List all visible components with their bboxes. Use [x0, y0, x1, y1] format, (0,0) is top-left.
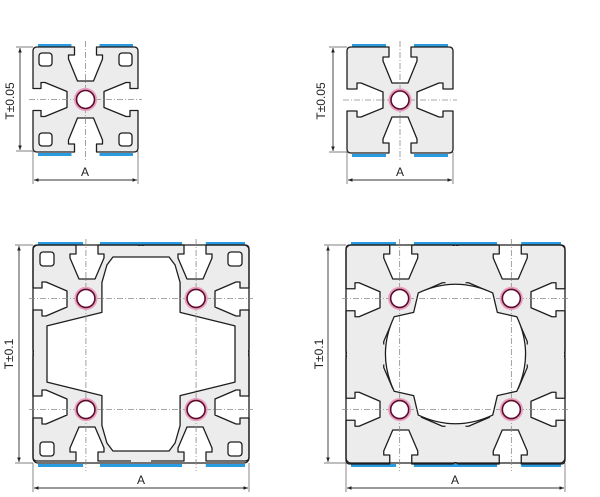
slot-highlight-bar: [38, 153, 72, 156]
slot-highlight-bar: [352, 44, 386, 47]
height-dimension-label: T±0.1: [312, 338, 326, 369]
center-bore-icon: [186, 399, 206, 420]
corner-cavity: [118, 132, 133, 147]
slot-highlight-bar: [351, 464, 396, 467]
center-bore-icon: [390, 90, 410, 110]
slot-highlight-bar: [205, 242, 245, 245]
slot-highlight-bar: [521, 242, 561, 245]
corner-cavity: [227, 441, 243, 457]
center-bore-icon: [75, 89, 96, 110]
central-cavity: [384, 283, 527, 425]
corner-cavity: [39, 441, 55, 457]
bore-halo: [74, 286, 98, 311]
slot-highlight-bar: [351, 242, 396, 245]
slot-highlight-bar: [521, 464, 561, 467]
profile-small-solid: [329, 41, 457, 184]
center-bore-icon: [76, 399, 96, 420]
profile-large-hollow: [15, 239, 253, 492]
slot-highlight-bar: [99, 464, 183, 467]
slot-highlight-bar: [99, 242, 183, 245]
corner-cavity: [38, 132, 53, 147]
height-dimension-label: T±0.05: [3, 82, 17, 120]
slot-highlight-bar: [99, 153, 133, 156]
slot-highlight-bar: [99, 44, 133, 47]
profile-large-solid: [324, 239, 569, 492]
bore-halo: [388, 286, 412, 311]
slot-highlight-bar: [414, 44, 448, 47]
profile-frame: [345, 244, 566, 464]
corner-cavity: [118, 52, 133, 67]
height-dimension-label: T±0.1: [2, 338, 16, 369]
bore-halo: [74, 397, 98, 422]
bore-halo: [499, 286, 523, 311]
bore-halo: [388, 397, 412, 422]
width-dimension-label: A: [137, 473, 145, 487]
slot-highlight-bar: [413, 242, 498, 245]
corner-cavity: [227, 251, 243, 267]
width-dimension-label: A: [451, 473, 459, 487]
slot-highlight-bar: [38, 242, 83, 245]
slot-highlight-bar: [205, 464, 245, 467]
slot-highlight-bar: [38, 44, 72, 47]
center-bore-icon: [389, 399, 410, 420]
bore-halo: [184, 286, 208, 311]
bore-halo: [499, 397, 523, 422]
center-bore-icon: [501, 399, 522, 420]
slot-highlight-bar: [352, 154, 386, 157]
bore-halo: [388, 88, 412, 112]
slot-highlight-bar: [38, 464, 83, 467]
central-cavity: [46, 256, 236, 452]
profile-frame: [32, 244, 250, 464]
bore-halo: [73, 87, 98, 112]
corner-cavity: [39, 251, 55, 267]
corner-cavity: [38, 52, 53, 67]
width-dimension-label: A: [81, 165, 89, 179]
center-bore-icon: [186, 288, 206, 309]
bore-halo: [184, 397, 208, 422]
center-bore-icon: [76, 288, 96, 309]
width-dimension-label: A: [396, 165, 404, 179]
slot-highlight-bar: [414, 154, 448, 157]
slot-highlight-bar: [413, 464, 498, 467]
profile-small-hollow: [16, 41, 142, 184]
center-bore-icon: [389, 288, 410, 309]
height-dimension-label: T±0.05: [314, 82, 328, 120]
center-bore-icon: [501, 288, 522, 309]
